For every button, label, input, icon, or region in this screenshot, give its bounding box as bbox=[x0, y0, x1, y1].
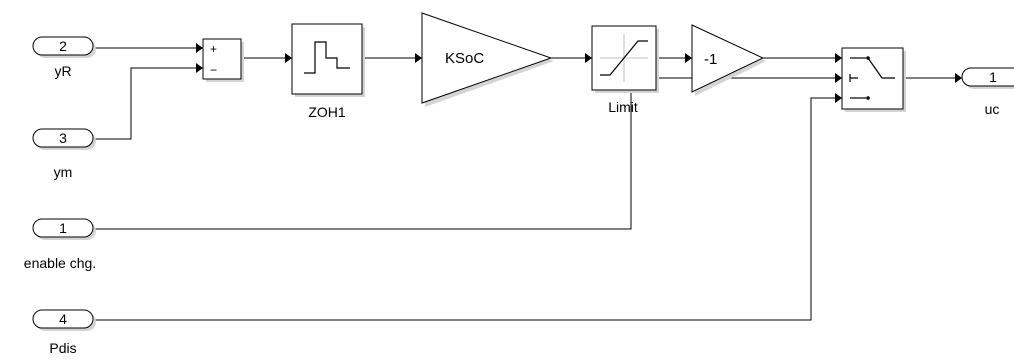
inport-label: enable chg. bbox=[24, 255, 96, 271]
arrowhead bbox=[685, 53, 692, 63]
inport-number: 1 bbox=[59, 220, 67, 236]
sum-block[interactable]: + − bbox=[202, 38, 244, 82]
outport-uc[interactable]: 1 uc bbox=[961, 67, 1014, 117]
switch-lever-icon bbox=[867, 57, 895, 79]
inport-label: ym bbox=[54, 164, 73, 180]
saturation-label: Limit bbox=[608, 99, 638, 115]
negate-text: -1 bbox=[704, 51, 717, 68]
arrowhead bbox=[955, 73, 962, 83]
saturation-block-limit[interactable]: Limit bbox=[591, 25, 659, 115]
zoh-staircase-icon bbox=[304, 41, 350, 74]
inport-pdis[interactable]: 4 Pdis bbox=[32, 309, 96, 356]
arrowhead bbox=[196, 63, 203, 73]
zoh-block[interactable]: ZOH1 bbox=[291, 23, 365, 120]
sum-minus-sign: − bbox=[210, 63, 217, 77]
wire-pdis-to-switch[interactable] bbox=[93, 97, 836, 321]
arrowhead bbox=[835, 93, 842, 103]
switch-block[interactable] bbox=[841, 47, 906, 112]
arrowhead bbox=[415, 53, 422, 63]
inport-yR[interactable]: 2 yR bbox=[32, 36, 96, 79]
inport-number: 4 bbox=[59, 311, 67, 327]
inport-label: yR bbox=[54, 63, 71, 79]
inport-number: 3 bbox=[59, 130, 67, 146]
gain-block-negate[interactable]: -1 bbox=[691, 24, 766, 96]
saturation-curve-icon bbox=[600, 40, 648, 76]
signal-lines bbox=[93, 43, 962, 321]
wire-enable-to-switch[interactable] bbox=[93, 77, 836, 230]
inport-label: Pdis bbox=[49, 340, 76, 356]
gain-block-ksoc[interactable]: KSoC bbox=[421, 12, 554, 107]
sum-plus-sign: + bbox=[210, 42, 217, 56]
arrowhead bbox=[285, 53, 292, 63]
inport-number: 2 bbox=[59, 38, 67, 54]
outport-label: uc bbox=[985, 101, 1000, 117]
switch-contact-bottom bbox=[866, 96, 870, 100]
zoh-label: ZOH1 bbox=[308, 104, 346, 120]
outport-number: 1 bbox=[989, 69, 997, 85]
arrowhead bbox=[585, 53, 592, 63]
inport-enable-chg[interactable]: 1 enable chg. bbox=[24, 218, 96, 271]
gain-text: KSoC bbox=[445, 50, 484, 67]
inport-ym[interactable]: 3 ym bbox=[32, 128, 96, 180]
arrowhead bbox=[835, 73, 842, 83]
arrowhead bbox=[196, 43, 203, 53]
switch-control-line bbox=[849, 74, 858, 82]
arrowhead bbox=[835, 53, 842, 63]
wire-ym-to-sum[interactable] bbox=[93, 67, 196, 140]
